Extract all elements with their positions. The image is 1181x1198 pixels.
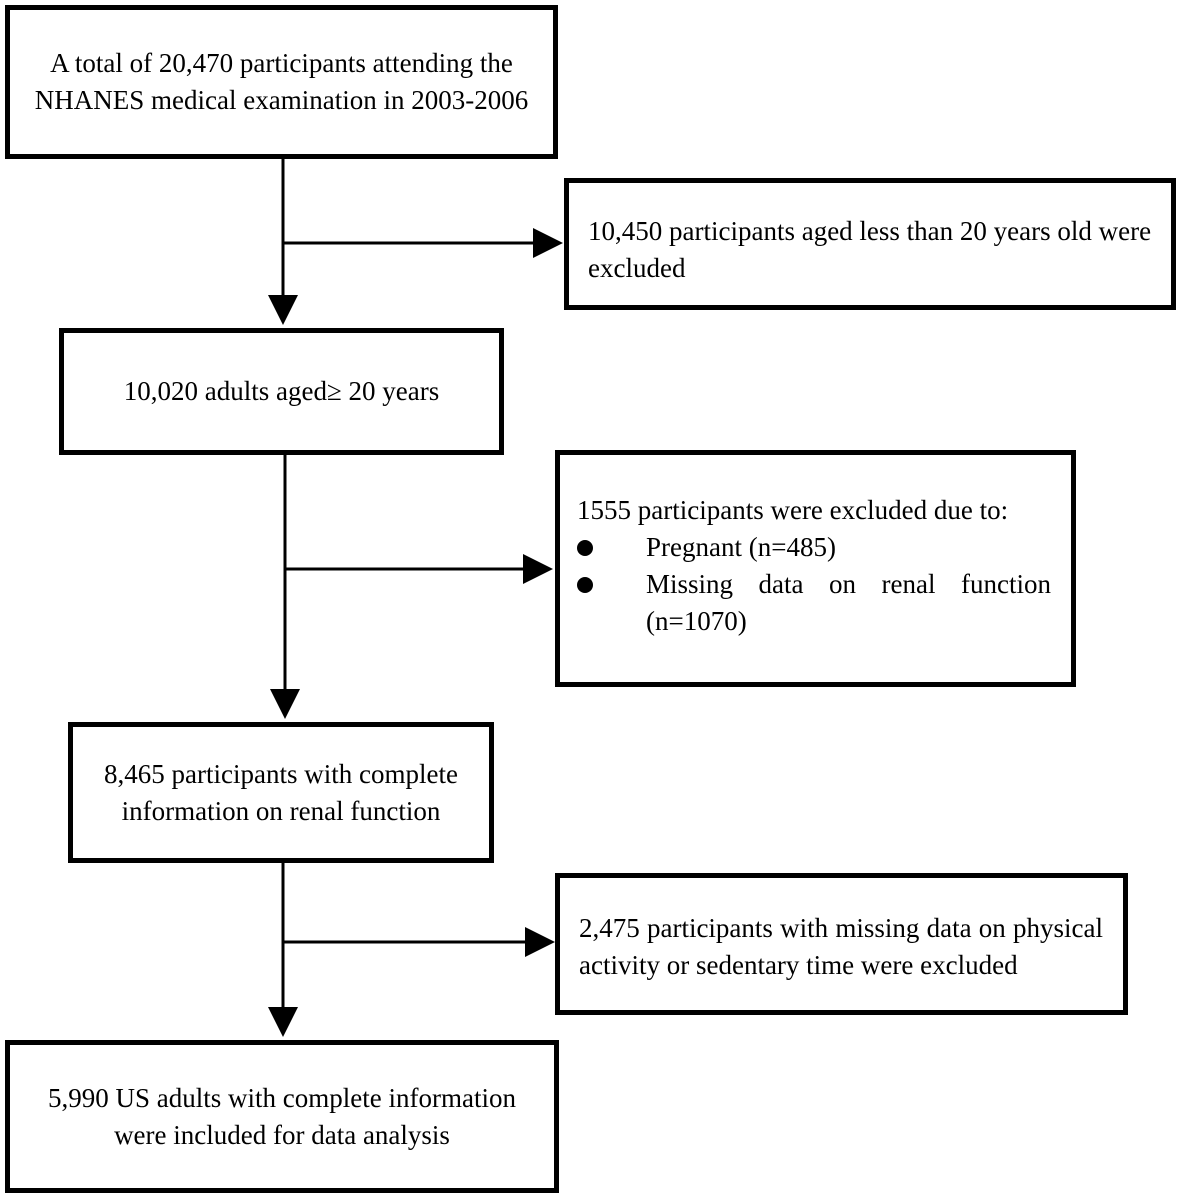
flow-box-complete-renal: 8,465 participants with complete informa…	[68, 722, 494, 863]
box-text-line: 5,990 US adults with complete informatio…	[48, 1082, 516, 1113]
exclusion-heading: 1555 participants were excluded due to:	[577, 495, 1009, 525]
flow-box-final-sample: 5,990 US adults with complete informatio…	[5, 1040, 559, 1193]
exclusion-item-text: (n=1070)	[646, 606, 747, 636]
box-text-line: were included for data analysis	[114, 1119, 450, 1150]
box-text-line: information on renal function	[121, 795, 441, 826]
exclusion-list-item: Pregnant (n=485)	[577, 529, 1051, 566]
exclusion-item-text: Pregnant (n=485)	[646, 532, 836, 562]
box-text-line: 10,450 participants aged less than 20 ye…	[588, 216, 1152, 246]
box-text-line: 8,465 participants with complete	[104, 758, 458, 789]
flow-box-total-participants: A total of 20,470 participants attending…	[5, 5, 558, 159]
bullet-icon	[577, 577, 593, 593]
exclusion-box-physical-activity: 2,475 participants with missing data on …	[555, 873, 1128, 1015]
box-text-line: activity or sedentary time were excluded	[579, 950, 1018, 980]
box-text-line: excluded	[588, 253, 686, 283]
box-text-line: 10,020 adults aged≥ 20 years	[123, 376, 440, 406]
bullet-icon	[577, 540, 593, 556]
box-text-line: 2,475 participants with missing data on …	[579, 913, 1103, 943]
box-text-line: NHANES medical examination in 2003-2006	[34, 85, 529, 115]
box-text-line: A total of 20,470 participants attending…	[50, 48, 513, 78]
exclusion-box-pregnant-renal: 1555 participants were excluded due to: …	[555, 450, 1076, 687]
exclusion-item-text: Missing data on renal function	[646, 569, 1051, 599]
flow-box-adults: 10,020 adults aged≥ 20 years	[59, 328, 504, 455]
exclusion-box-under-20: 10,450 participants aged less than 20 ye…	[564, 178, 1176, 310]
exclusion-list-item: Missing data on renal function (n=1070)	[577, 566, 1051, 640]
